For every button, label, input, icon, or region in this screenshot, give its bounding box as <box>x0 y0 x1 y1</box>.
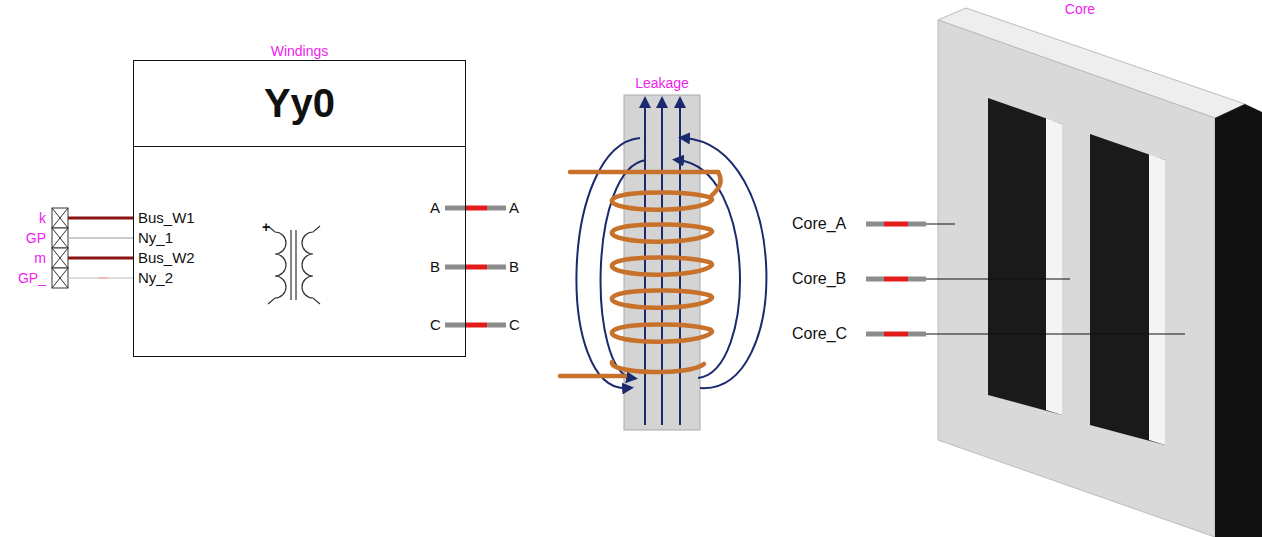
phase-pin: C <box>430 316 441 334</box>
pin-name: Bus_W2 <box>138 249 195 267</box>
phase-connector <box>466 265 487 270</box>
terminal-wire <box>68 257 133 260</box>
leakage-illustration <box>644 102 646 425</box>
core-wire <box>926 279 1070 280</box>
terminal-block <box>52 208 68 228</box>
terminal-block <box>52 208 68 288</box>
phase-pin: B <box>430 258 440 276</box>
section-title: Core <box>1065 0 1095 18</box>
core-illustration <box>1215 104 1262 537</box>
core-pin: Core_C <box>792 325 847 343</box>
terminal-wire <box>68 218 133 278</box>
phase-connector <box>445 206 466 211</box>
phase-pin: A <box>430 199 440 217</box>
terminal-block <box>52 248 68 268</box>
core-pin: Core_A <box>792 215 846 233</box>
leakage-illustration <box>570 170 718 175</box>
phase-pin: B <box>509 258 519 276</box>
core-connector <box>866 332 884 337</box>
terminal-block <box>52 268 68 288</box>
phase-pin: A <box>509 199 519 217</box>
leakage-illustration <box>560 172 720 376</box>
terminal-block <box>52 208 68 228</box>
phase-connector <box>445 208 506 325</box>
leakage-illustration <box>576 138 640 388</box>
leakage-illustration <box>684 138 766 388</box>
leakage-illustration <box>612 257 712 274</box>
core-illustration <box>1046 118 1062 415</box>
terminal-block <box>52 208 68 228</box>
phase-connector <box>445 323 466 328</box>
core-illustration <box>1149 154 1165 445</box>
core-connector <box>866 224 926 334</box>
terminal-wire <box>68 278 133 279</box>
terminal-block <box>52 228 68 248</box>
transformer-symbol <box>268 226 320 304</box>
block-title: Windings <box>271 42 329 60</box>
transformer-symbol <box>268 226 286 304</box>
transformer-symbol <box>290 230 291 300</box>
terminal-block <box>52 228 68 248</box>
pin-name: Ny_2 <box>138 269 173 287</box>
terminal-block <box>52 248 68 268</box>
leakage-illustration <box>612 324 712 341</box>
pin-name: Bus_W1 <box>138 209 195 227</box>
phase-connector <box>487 206 506 211</box>
core-connector <box>866 222 884 227</box>
core-connector <box>908 222 926 227</box>
terminal-block <box>52 268 68 288</box>
core-wire <box>926 224 1185 334</box>
leakage-illustration <box>679 102 681 425</box>
terminal-block <box>52 248 68 268</box>
core-connector <box>866 277 884 282</box>
phase-pin: C <box>509 316 520 334</box>
leakage-illustration <box>612 362 704 372</box>
terminal-wire <box>98 278 108 279</box>
leakage-illustration <box>560 95 766 430</box>
leakage-illustration <box>612 192 712 209</box>
terminal-name: k <box>39 209 46 227</box>
vector-group: Yy0 <box>134 61 465 146</box>
core-wire <box>926 334 1185 335</box>
core-illustration <box>988 98 1062 415</box>
polarity-mark: + <box>262 218 270 236</box>
transformer-symbol <box>302 226 320 304</box>
terminal-name: GP <box>26 229 46 247</box>
phase-connector <box>466 323 487 328</box>
core-pin: Core_B <box>792 270 846 288</box>
core-connector <box>884 277 908 282</box>
terminal-block <box>52 228 68 248</box>
terminal-wire <box>68 217 133 220</box>
core-connector <box>908 332 926 337</box>
leakage-illustration <box>661 102 663 425</box>
phase-connector <box>445 265 466 270</box>
core-connector <box>884 222 908 227</box>
phase-connector <box>466 206 487 211</box>
winding-block: WindingsYy0 <box>133 60 466 357</box>
core-illustration <box>1090 134 1165 445</box>
core-illustration <box>938 8 1262 537</box>
terminal-name: m <box>34 249 46 267</box>
terminal-block <box>52 268 68 288</box>
terminal-wire <box>68 238 133 239</box>
transformer-symbol <box>295 230 296 300</box>
phase-connector <box>487 323 506 328</box>
section-title: Leakage <box>635 74 689 92</box>
leakage-illustration <box>560 374 625 379</box>
core-wire <box>926 224 955 225</box>
leakage-illustration <box>712 172 720 195</box>
phase-connector <box>487 265 506 270</box>
compartment-divider <box>134 146 465 147</box>
leakage-illustration <box>624 95 700 430</box>
core-connector <box>884 332 908 337</box>
core-connector <box>908 277 926 282</box>
leakage-illustration <box>612 290 712 307</box>
pin-name: Ny_1 <box>138 229 173 247</box>
terminal-name: GP_ <box>18 269 46 287</box>
leakage-illustration <box>612 224 712 241</box>
